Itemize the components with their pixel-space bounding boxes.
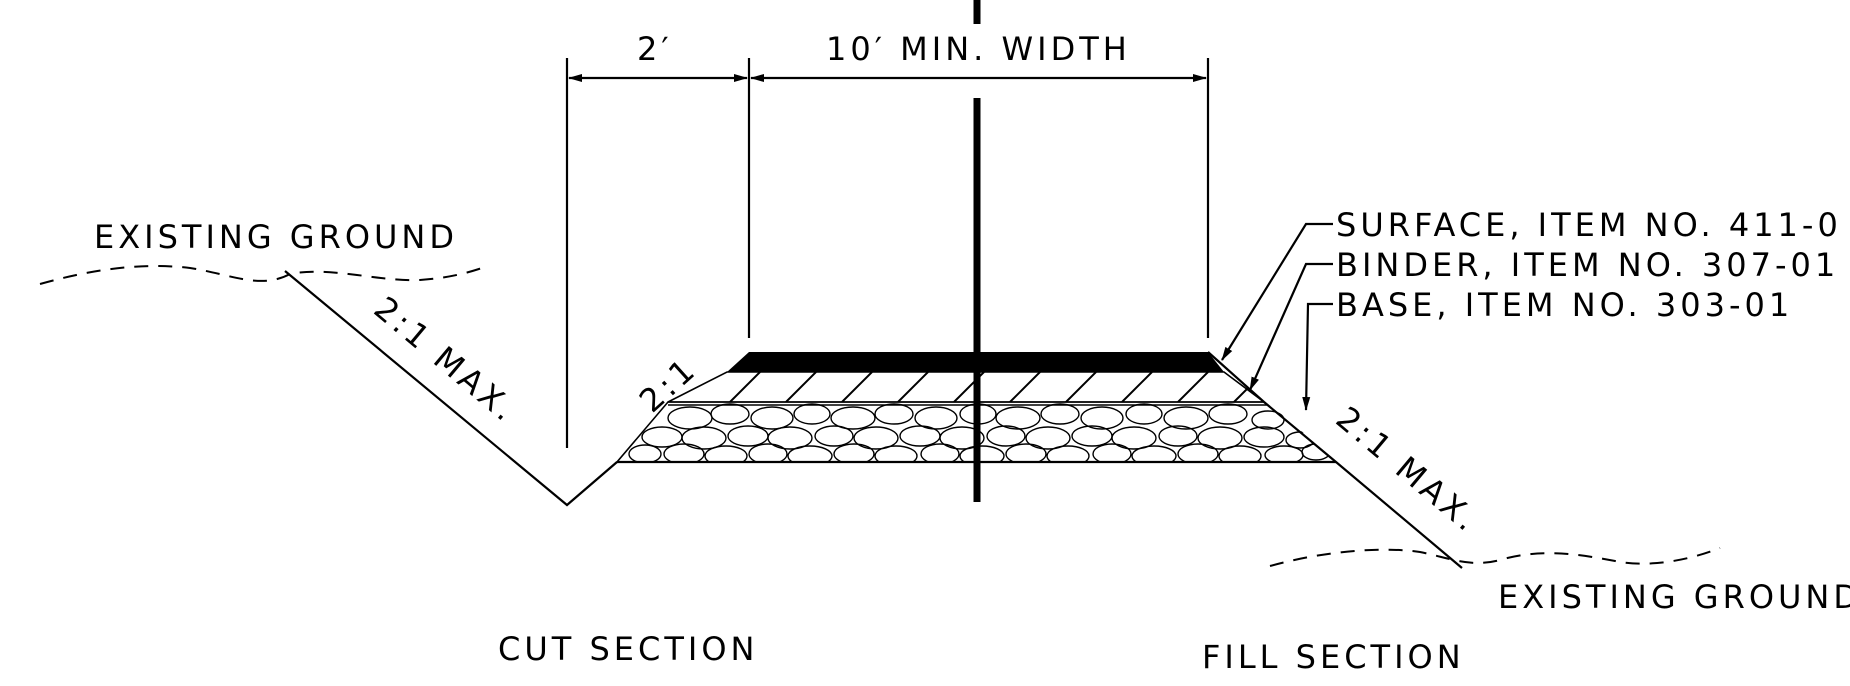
binder-hatching bbox=[729, 372, 1265, 402]
cut-section-title: CUT SECTION bbox=[498, 630, 758, 668]
slope-label-inner: 2:1 bbox=[632, 349, 705, 420]
cut-slope-line bbox=[284, 270, 618, 507]
base-aggregate-pattern bbox=[628, 403, 1331, 462]
base-callout-label: BASE, ITEM NO. 303-01 bbox=[1336, 286, 1793, 324]
dimension-label-10ft: 10′ MIN. WIDTH bbox=[826, 30, 1131, 68]
surface-callout-label: SURFACE, ITEM NO. 411-0 bbox=[1336, 206, 1842, 244]
dimension-label-2ft: 2′ bbox=[637, 30, 673, 68]
binder-callout-label: BINDER, ITEM NO. 307-01 bbox=[1336, 246, 1839, 284]
binder-course-layer bbox=[667, 371, 1267, 403]
binder-leader-line bbox=[1248, 262, 1333, 391]
existing-ground-right-line bbox=[1269, 547, 1721, 567]
surface-course-layer bbox=[727, 352, 1224, 372]
base-leader-line bbox=[1302, 302, 1333, 411]
fill-section-title: FILL SECTION bbox=[1202, 638, 1465, 676]
surface-leader-line bbox=[1221, 222, 1333, 361]
existing-ground-right-label: EXISTING GROUND bbox=[1498, 578, 1850, 616]
fill-slope-line bbox=[1207, 351, 1463, 569]
slope-label-right: 2:1 MAX. bbox=[1329, 399, 1488, 541]
existing-ground-left-label: EXISTING GROUND bbox=[94, 218, 458, 256]
existing-ground-left-line bbox=[39, 264, 483, 285]
